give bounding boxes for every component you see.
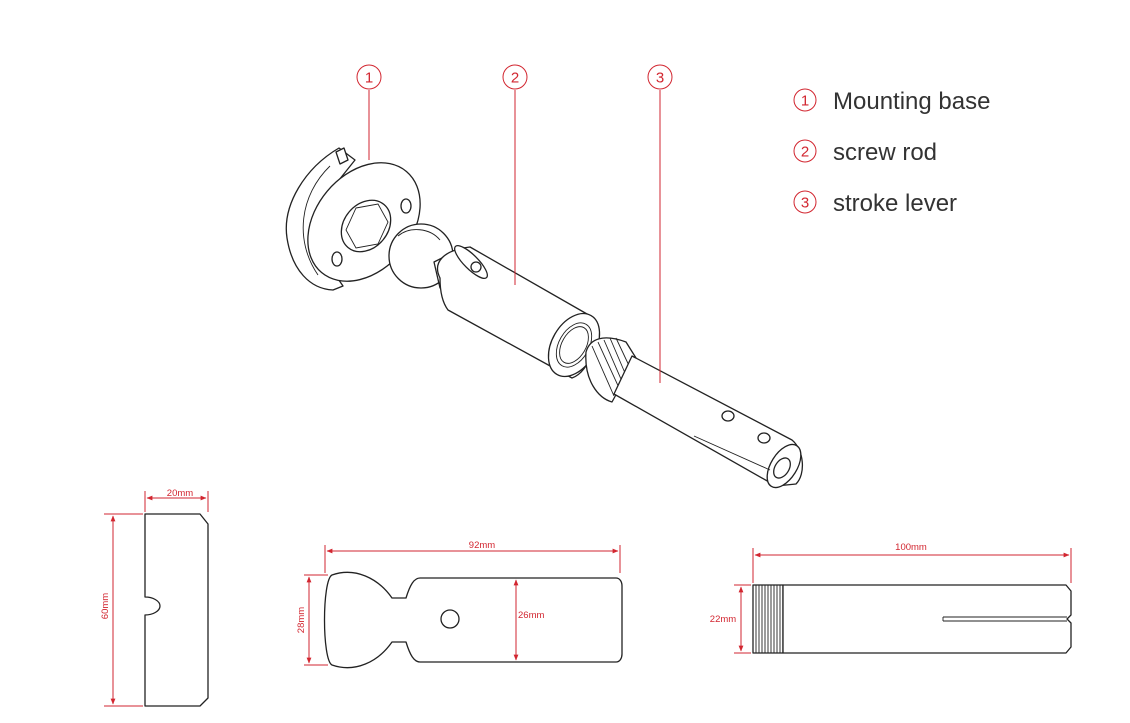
base-side-view: 20mm 60mm: [100, 488, 209, 707]
lever-side-view: 100mm 22mm: [710, 542, 1072, 654]
callout-1: 1: [356, 64, 382, 90]
svg-text:screw rod: screw rod: [833, 139, 937, 166]
dim-rod-length: 92mm: [469, 540, 495, 551]
dim-base-height: 60mm: [100, 593, 111, 619]
legend-item-mounting-base: 1 Mounting base: [793, 88, 990, 115]
svg-text:Mounting base: Mounting base: [833, 88, 990, 115]
isometric-assembly: 1 2 3: [285, 64, 803, 489]
svg-text:3: 3: [801, 195, 809, 212]
legend: 1 Mounting base 2 screw rod 3 stroke lev…: [793, 88, 990, 217]
svg-text:1: 1: [801, 93, 809, 110]
stroke-lever-drawing: [585, 337, 803, 489]
dim-base-width: 20mm: [167, 488, 193, 499]
dim-rod-ball: 28mm: [296, 607, 307, 633]
svg-text:2: 2: [801, 144, 809, 161]
dim-rod-body: 26mm: [518, 610, 544, 621]
svg-text:stroke lever: stroke lever: [833, 190, 957, 217]
mounting-base-drawing: [285, 147, 421, 291]
svg-text:1: 1: [365, 70, 373, 87]
callout-2: 2: [502, 64, 528, 90]
svg-text:3: 3: [656, 70, 664, 87]
legend-item-stroke-lever: 3 stroke lever: [793, 190, 957, 217]
callout-3: 3: [647, 64, 673, 90]
screw-rod-drawing: [388, 223, 601, 379]
legend-item-screw-rod: 2 screw rod: [793, 139, 937, 166]
dim-lever-dia: 22mm: [710, 614, 736, 625]
dim-lever-length: 100mm: [895, 542, 927, 553]
svg-text:2: 2: [511, 70, 519, 87]
rod-side-view: 92mm 28mm 26mm: [296, 540, 623, 669]
